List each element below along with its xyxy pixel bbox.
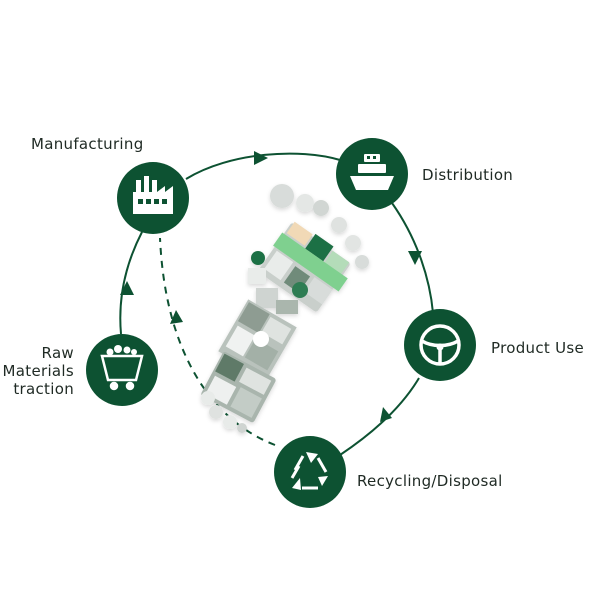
arrowhead-inner-dashed [170,310,183,324]
label-product-use: Product Use [491,339,584,357]
mine-cart-icon [100,345,144,391]
arrowhead-right-lower [380,407,392,422]
stage-distribution [336,138,408,210]
arc-recycling-to-manufacturing-dashed [159,237,276,446]
lifecycle-arrows [119,152,434,456]
label-line: traction [13,380,74,398]
label-distribution: Distribution [422,166,513,184]
arc-raw-to-manufacturing [119,231,143,335]
label-line: Distribution [422,166,514,184]
arrowheads [120,151,422,422]
label-line: Recycling/Disposal [357,472,503,490]
label-line: Manufacturing [31,135,144,153]
ship-icon [350,154,394,190]
arc-manufacturing-to-distribution [185,152,341,180]
arc-product-use-to-recycling [339,377,420,456]
label-raw-materials: Raw Materials traction [3,344,74,398]
stage-raw-materials [86,334,158,406]
arrowhead-right-upper [408,251,422,265]
footprint-blocks-icon [201,184,369,433]
label-recycling: Recycling/Disposal [357,472,503,490]
arrowhead-top [254,151,268,165]
label-line: Product Use [491,339,585,357]
label-line: Raw [41,344,74,362]
recycle-icon [290,452,328,490]
steering-wheel-icon [419,324,461,366]
stage-manufacturing [117,162,189,234]
label-line: Materials [2,362,74,380]
stage-recycling [274,436,346,508]
label-manufacturing: Manufacturing [31,135,144,153]
arrowhead-left [120,281,134,295]
stage-product-use [404,309,476,381]
arc-distribution-to-product-use [391,202,434,314]
factory-icon [133,176,173,214]
